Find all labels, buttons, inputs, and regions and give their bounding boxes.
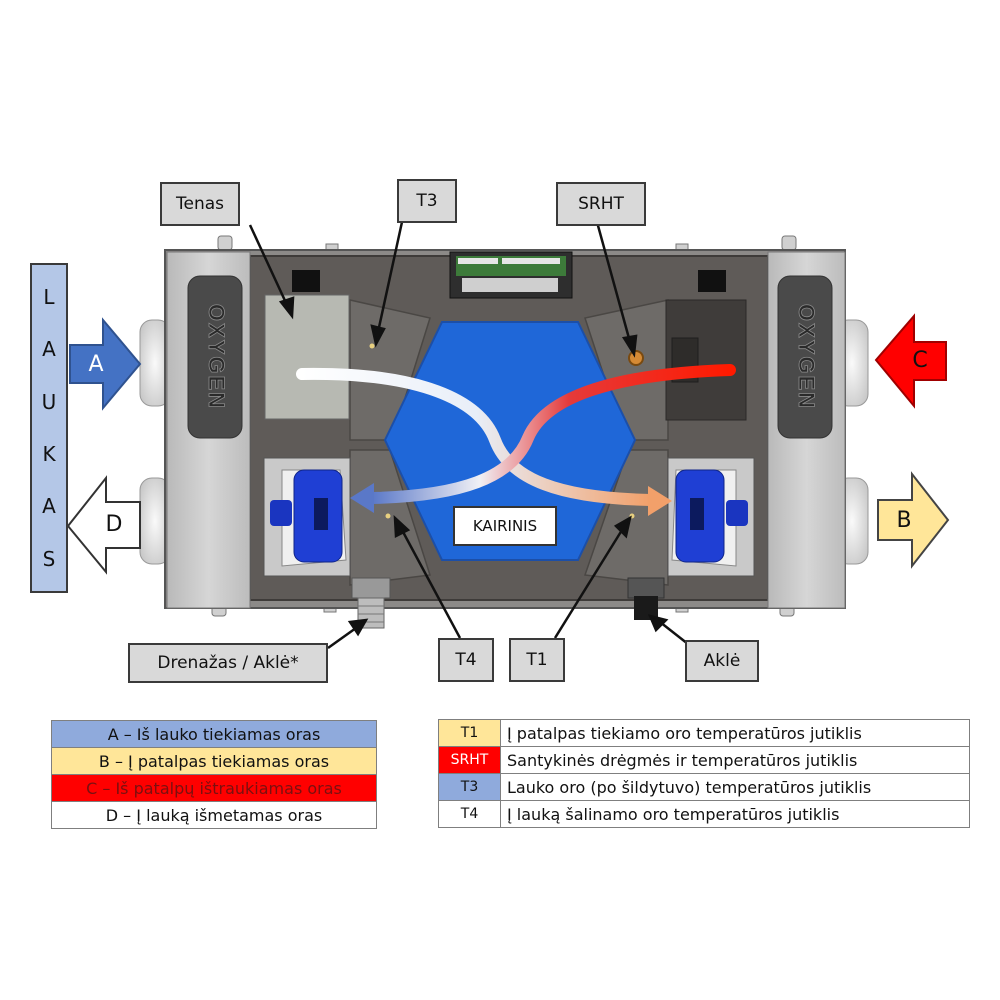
air-legend-row: B – Į patalpas tiekiamas oras <box>51 747 377 775</box>
air-legend-text: B – Į patalpas tiekiamas oras <box>51 747 377 775</box>
callout-leaders <box>248 221 689 650</box>
laukas-letter: U <box>41 389 57 414</box>
controller-board <box>449 251 573 299</box>
arrow-b-letter: B <box>896 508 912 533</box>
air-legend-text: D – Į lauką išmetamas oras <box>51 801 377 829</box>
arrow-d <box>66 475 141 575</box>
exhaust-airflow-arrowhead <box>350 483 374 513</box>
callout-drenazas: Drenažas / Aklė* <box>128 643 328 683</box>
air-legend-row: A – Iš lauko tiekiamas oras <box>51 720 377 748</box>
oxygen-badge-left: OXYGEN <box>187 275 243 439</box>
t4-sensor <box>385 513 391 519</box>
heater-element <box>264 294 350 420</box>
arrow-a <box>69 317 142 411</box>
sensor-code: SRHT <box>438 746 501 774</box>
callout-tenas: Tenas <box>160 182 240 226</box>
connector-right <box>698 270 726 292</box>
air-legend-row: C – Iš patalpų ištraukiamas oras <box>51 774 377 802</box>
heat-exchanger <box>383 321 637 561</box>
oxygen-badge-right: OXYGEN <box>777 275 833 439</box>
laukas-letter: S <box>42 546 56 571</box>
sensor-code: T1 <box>438 719 501 747</box>
air-legend-text: C – Iš patalpų ištraukiamas oras <box>51 774 377 802</box>
t3-sensor <box>369 343 375 349</box>
sensor-description: Į lauką šalinamo oro temperatūros jutikl… <box>500 800 970 828</box>
exhaust-airflow-curve <box>366 364 736 504</box>
laukas-letter: A <box>42 494 56 519</box>
center-label-kairinis: KAIRINIS <box>453 506 557 546</box>
sensor-code: T3 <box>438 773 501 801</box>
blind-plug <box>627 577 665 620</box>
sensor-code: T4 <box>438 800 501 828</box>
laukas-letter: A <box>42 337 56 362</box>
arrow-a-letter: A <box>88 352 104 377</box>
air-legend-text: A – Iš lauko tiekiamas oras <box>51 720 377 748</box>
arrow-b <box>877 471 950 569</box>
brand-text-right: OXYGEN <box>794 304 819 410</box>
exhaust-fan-right <box>667 457 755 577</box>
srht-sensor <box>628 350 644 366</box>
laukas-letter: L <box>43 285 55 310</box>
callout-t3: T3 <box>397 179 457 223</box>
sensor-description: Į patalpas tiekiamo oro temperatūros jut… <box>500 719 970 747</box>
air-legend-row: D – Į lauką išmetamas oras <box>51 801 377 829</box>
brand-text-left: OXYGEN <box>204 304 229 410</box>
sensor-description: Lauko oro (po šildytuvo) temperatūros ju… <box>500 773 970 801</box>
drain-connector <box>351 577 391 629</box>
supply-fan-left <box>263 457 351 577</box>
supply-airflow-curve <box>296 367 656 506</box>
laukas-letter: K <box>42 442 56 467</box>
supply-airflow-arrowhead <box>648 486 672 516</box>
callout-t1: T1 <box>509 638 565 682</box>
arrow-d-letter: D <box>105 512 123 537</box>
arrow-c <box>874 313 947 409</box>
laukas-label: L A U K A S <box>30 263 68 593</box>
sensor-description: Santykinės drėgmės ir temperatūros jutik… <box>500 746 970 774</box>
connector-left <box>292 270 320 292</box>
arrow-c-letter: C <box>912 348 928 373</box>
callout-akle: Aklė <box>685 640 759 682</box>
callout-srht: SRHT <box>556 182 646 226</box>
callout-t4: T4 <box>438 638 494 682</box>
